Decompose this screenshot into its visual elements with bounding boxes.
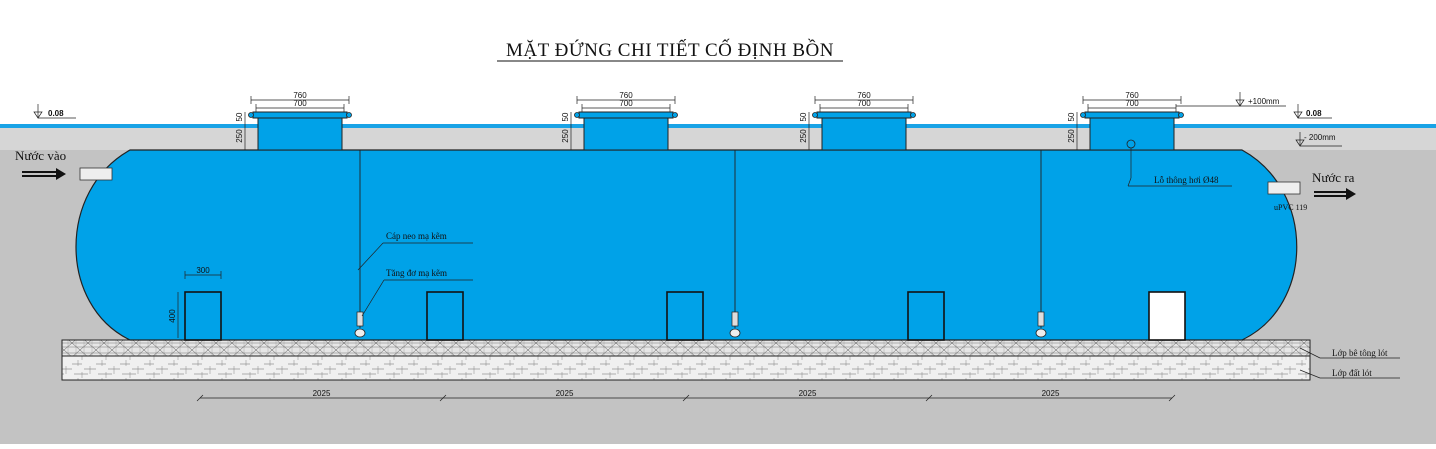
soil-slab [61, 355, 1311, 381]
turnbuckle-label: Tăng đơ mạ kẽm [386, 268, 447, 278]
support-block [1148, 291, 1186, 341]
support-block [426, 291, 464, 341]
inlet-arrow-icon [22, 168, 66, 180]
inlet-label: Nước vào [15, 148, 66, 163]
bottom-offset-value: - 200mm [1304, 133, 1336, 142]
turnbuckle-icon [731, 311, 739, 327]
support-block [907, 291, 945, 341]
manhole-neck-dim: 250 [235, 129, 244, 143]
manholes: 7607005025076070050250760700502507607005… [235, 91, 1184, 151]
manhole-flange-dim: 50 [799, 112, 808, 121]
turnbuckle-icon [1037, 311, 1045, 327]
anchor-cables [354, 150, 1047, 338]
left-level-marker [33, 104, 76, 119]
top-offset-value: +100mm [1248, 97, 1280, 106]
spacing-value: 2025 [556, 389, 574, 398]
spacing-value: 2025 [799, 389, 817, 398]
manhole-inner-dim: 700 [293, 99, 307, 108]
support-block [184, 291, 222, 341]
manhole-flange-dim: 50 [1067, 112, 1076, 121]
manhole-inner-dim: 700 [619, 99, 633, 108]
ground-surface-line [0, 124, 1436, 128]
manhole-outer-dim: 760 [857, 91, 871, 100]
concrete-layer [61, 339, 1311, 381]
right-level-marker [1293, 104, 1332, 119]
baffle-width-dim [184, 271, 222, 279]
tank-body [75, 149, 1298, 341]
left-level-value: 0.08 [48, 109, 64, 118]
manhole-inner-dim: 700 [857, 99, 871, 108]
manhole-outer-dim: 760 [619, 91, 633, 100]
anchor-cable [729, 150, 741, 338]
vent-label: Lỗ thông hơi Ø48 [1154, 175, 1219, 185]
manhole-outer-dim: 760 [1125, 91, 1139, 100]
manhole-neck-dim: 250 [799, 129, 808, 143]
manhole-flange-dim: 50 [561, 112, 570, 121]
soil-layer-label: Lớp đất lót [1332, 368, 1372, 378]
manhole-outer-dim: 760 [293, 91, 307, 100]
anchor-cable [1035, 150, 1047, 338]
cable-label: Cáp neo mạ kẽm [386, 231, 447, 241]
spacing-value: 2025 [1042, 389, 1060, 398]
concrete-layer-label: Lớp bê tông lót [1332, 348, 1388, 358]
turnbuckle-icon [356, 311, 364, 327]
bottom-offset-marker [1295, 132, 1342, 147]
baffle-width-value: 300 [196, 266, 210, 275]
concrete-slab [61, 339, 1311, 357]
spacing-value: 2025 [313, 389, 331, 398]
baffle-height-value: 400 [168, 309, 177, 323]
outlet-label: Nước ra [1312, 170, 1355, 185]
manhole-neck-dim: 250 [561, 129, 570, 143]
manhole-inner-dim: 700 [1125, 99, 1139, 108]
pipe-label: uPVC 119 [1274, 203, 1307, 212]
outlet-pipe [1267, 181, 1301, 195]
anchor-cable [354, 150, 366, 338]
manhole-neck-dim: 250 [1067, 129, 1076, 143]
right-level-value: 0.08 [1306, 109, 1322, 118]
manhole-flange-dim: 50 [235, 112, 244, 121]
baffles [184, 291, 1186, 341]
top-offset-marker [1176, 92, 1286, 107]
outlet-arrow-icon [1314, 188, 1356, 200]
spacing-dimensions: 2025 2025 2025 2025 [196, 389, 1176, 402]
drawing-title: MẶT ĐỨNG CHI TIẾT CỐ ĐỊNH BỒN [506, 39, 834, 61]
inlet-pipe [79, 167, 113, 181]
backfill-band [0, 127, 1436, 150]
support-block [666, 291, 704, 341]
